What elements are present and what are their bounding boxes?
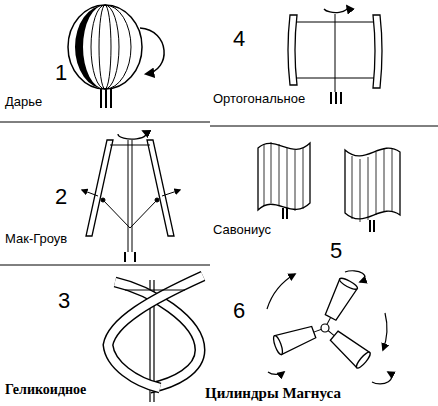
callout-number-box: 4 — [233, 28, 245, 50]
hatch-line — [295, 150, 296, 211]
hatch-line — [368, 157, 369, 220]
hatch-line — [279, 144, 280, 205]
hatch-line — [287, 148, 288, 209]
arm — [130, 200, 157, 228]
type-name-box: Геликоидное — [5, 383, 86, 397]
spin-arrow — [345, 271, 365, 282]
hatch — [352, 148, 392, 222]
hatch-line — [384, 148, 385, 211]
cylinder-end — [272, 335, 284, 356]
callout-number-box: 1 — [55, 62, 67, 84]
type-name-box: Цилиндры Магнуса — [205, 386, 341, 401]
callout-number: 4 — [233, 26, 245, 51]
hinge — [101, 198, 105, 202]
blade — [345, 148, 400, 219]
shaft — [369, 220, 371, 232]
hatch-line — [392, 148, 393, 211]
rotation-arrow — [324, 6, 348, 13]
hatch — [264, 142, 303, 211]
hatch-line — [376, 152, 377, 215]
rotor-outline — [68, 5, 142, 89]
shaft — [335, 14, 336, 92]
blade-line — [105, 5, 131, 89]
blade — [108, 276, 203, 388]
callout-number: 3 — [58, 288, 70, 313]
hatch-line — [264, 144, 265, 206]
divider-line — [0, 122, 210, 123]
shaft — [110, 89, 112, 108]
shaft — [100, 89, 102, 108]
shaft — [340, 92, 342, 104]
cylinder — [316, 277, 359, 333]
mcgrove-rotor — [82, 131, 180, 262]
type-name: Мак-Гроув — [5, 231, 67, 246]
spin-arrow — [268, 372, 284, 374]
type-name-box: Ортогональное — [213, 92, 305, 105]
cylinder — [272, 319, 329, 356]
blade — [288, 15, 297, 85]
callout-number: 5 — [330, 238, 342, 263]
shaft — [282, 208, 284, 219]
divider-line — [210, 126, 438, 127]
shaft — [132, 140, 133, 252]
cylinder-end — [338, 277, 358, 292]
blade-line — [91, 5, 119, 89]
shaft — [105, 89, 107, 108]
rotation-arrow — [383, 313, 387, 350]
callout-number: 1 — [55, 60, 67, 85]
blade — [373, 15, 382, 88]
spin-arrow — [372, 372, 392, 384]
hatch-line — [303, 148, 304, 209]
type-name: Ортогональное — [213, 91, 305, 106]
darrieus-rotor — [68, 5, 164, 108]
shaft — [335, 92, 337, 104]
savonius-rotor — [258, 142, 400, 232]
hinge — [155, 198, 159, 202]
helical-rotor — [108, 276, 203, 402]
blade — [86, 140, 113, 236]
orthogonal-rotor — [288, 6, 382, 104]
shaft — [330, 92, 332, 104]
hub — [321, 324, 329, 332]
cylinder — [319, 320, 372, 369]
arm — [110, 145, 150, 146]
type-name-box: Мак-Гроув — [5, 232, 67, 245]
rotation-arrow — [118, 131, 146, 139]
type-name: Дарье — [5, 94, 42, 109]
callout-number: 6 — [233, 298, 245, 323]
force-arrow — [82, 190, 98, 196]
rotation-arrow — [140, 28, 164, 74]
type-name-box: Дарье — [5, 95, 42, 108]
shaft — [124, 252, 126, 262]
divider-line — [0, 265, 210, 266]
blade — [108, 276, 203, 388]
blade — [147, 140, 174, 236]
hatch-line — [360, 159, 361, 222]
type-name: Геликоидное — [5, 382, 86, 397]
rotation-arrow — [267, 274, 295, 309]
force-arrow — [162, 190, 180, 196]
shaft — [286, 208, 288, 219]
hatch-line — [352, 156, 353, 219]
blade — [258, 143, 310, 210]
arm — [125, 290, 185, 291]
callout-number-box: 6 — [233, 300, 245, 322]
hatch-line — [271, 142, 272, 203]
type-name-box: Савониус — [213, 223, 271, 236]
callout-number: 2 — [55, 184, 67, 209]
callout-number-box: 3 — [58, 290, 70, 312]
spin-arrows — [267, 271, 392, 384]
type-name: Савониус — [213, 222, 271, 237]
cylinder-end — [355, 351, 372, 370]
shaft — [373, 220, 375, 232]
blade-line — [99, 5, 111, 89]
shaft — [134, 252, 136, 262]
callout-number-box: 5 — [330, 240, 342, 262]
type-name: Цилиндры Магнуса — [205, 385, 341, 401]
callout-number-box: 2 — [55, 186, 67, 208]
shaft — [128, 140, 129, 252]
arm — [103, 200, 130, 228]
magnus-rotor — [267, 271, 392, 384]
